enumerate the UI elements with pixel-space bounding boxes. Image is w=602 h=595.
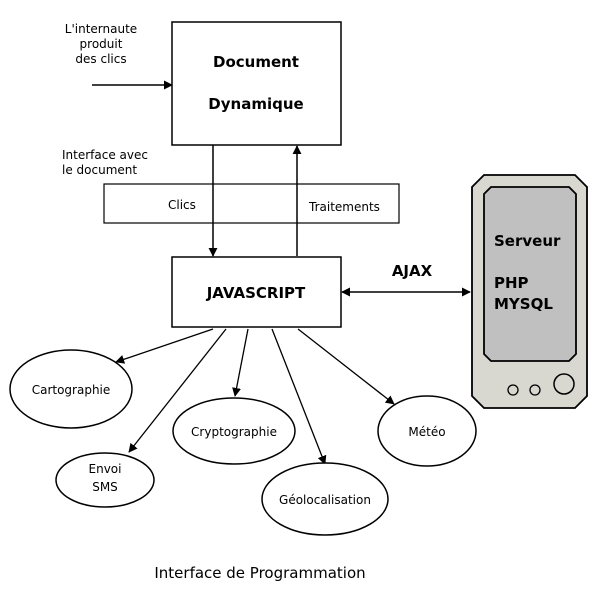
server-title: Serveur <box>494 232 561 250</box>
interface-band: Clics Traitements <box>103 183 400 224</box>
cryptographie-label: Cryptographie <box>191 425 277 439</box>
envoi-sms-label-line-1: Envoi <box>89 462 122 476</box>
javascript-label: JAVASCRIPT <box>206 284 306 302</box>
meteo-label: Météo <box>408 425 445 439</box>
envoi-sms-ellipse <box>55 452 155 508</box>
interface-label-line-1: Interface avec <box>62 148 148 162</box>
document-subtitle: Dynamique <box>208 95 303 113</box>
javascript-box-frame <box>171 256 342 328</box>
geolocalisation-ellipse <box>261 462 389 536</box>
envoi-sms-label-line-2: SMS <box>92 480 118 494</box>
user-note-line-2: produit <box>80 37 123 51</box>
server-power-icon <box>553 373 575 395</box>
interface-band-frame <box>103 183 400 224</box>
clics-label: Clics <box>168 198 196 212</box>
cryptographie-ellipse <box>172 397 296 465</box>
server-button-icon <box>529 384 541 396</box>
arrow-to-cryptographie <box>232 328 249 397</box>
user-note-line-3: des clics <box>75 52 126 66</box>
document-title: Document <box>213 53 299 71</box>
arrow-to-meteo <box>297 328 395 405</box>
api-meteo: Météo <box>377 395 477 467</box>
arrow-to-geolocalisation <box>271 328 327 465</box>
server-line-1: PHP <box>494 274 529 292</box>
javascript-box: JAVASCRIPT <box>171 256 342 328</box>
traitements-label: Traitements <box>308 200 380 214</box>
geolocalisation-label: Géolocalisation <box>279 493 371 507</box>
document-box: Document Dynamique <box>171 21 342 146</box>
interface-label-line-2: le document <box>62 163 137 177</box>
api-geolocalisation: Géolocalisation <box>261 462 389 536</box>
server-screen <box>483 186 577 362</box>
diagram-caption: Interface de Programmation <box>154 564 365 582</box>
ajax-label: AJAX <box>392 262 433 280</box>
server-button-icon <box>507 384 519 396</box>
cartographie-label: Cartographie <box>32 383 111 397</box>
user-note-line-1: L'internaute <box>65 22 137 36</box>
user-note: L'internaute produit des clics <box>65 22 137 66</box>
arrow-to-envoi-sms <box>128 328 227 453</box>
server: Serveur PHP MYSQL <box>471 174 588 409</box>
api-envoi-sms: Envoi SMS <box>55 452 155 508</box>
arrow-to-cartographie <box>115 328 214 364</box>
server-line-2: MYSQL <box>494 295 553 313</box>
api-cartographie: Cartographie <box>9 349 133 429</box>
cartographie-ellipse <box>9 349 133 429</box>
meteo-ellipse <box>377 395 477 467</box>
api-cryptographie: Cryptographie <box>172 397 296 465</box>
document-box-frame <box>171 21 342 146</box>
interface-label: Interface avec le document <box>62 148 148 177</box>
